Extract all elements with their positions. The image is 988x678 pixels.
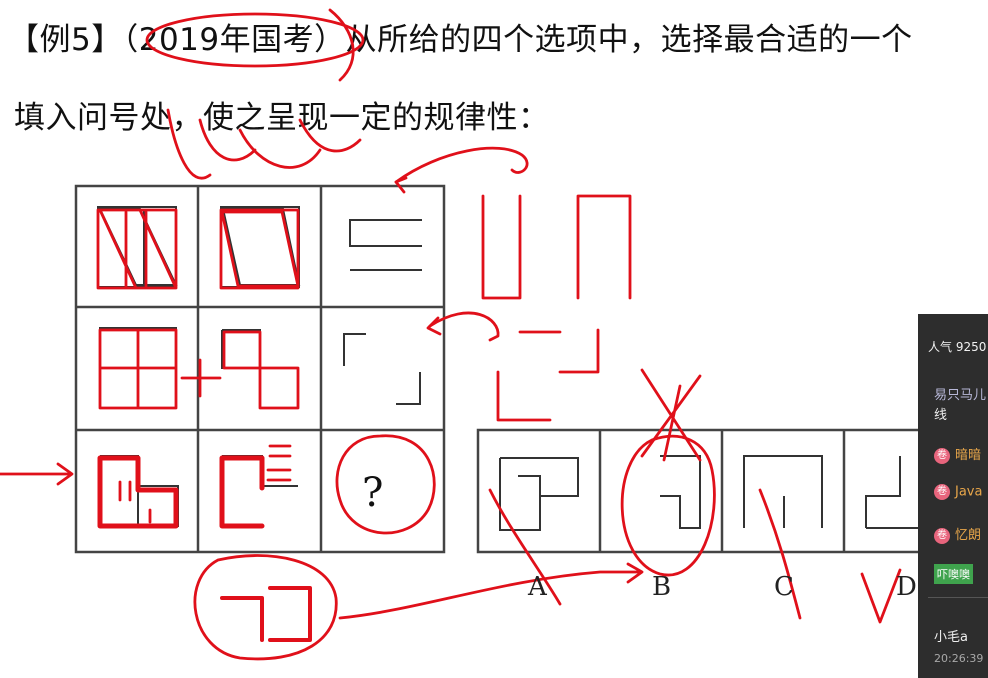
chat-topic-line1: 易只马儿 — [934, 388, 987, 403]
question-line-2: 填入问号处，使之呈现一定的规律性： — [14, 100, 550, 136]
option-c-label: C — [774, 572, 794, 602]
row1-cell3-figure — [349, 219, 422, 271]
chat-user[interactable]: 卷 Java — [934, 484, 982, 502]
chat-username[interactable]: 小毛a — [934, 630, 968, 645]
chat-divider — [928, 597, 988, 598]
option-b-figure — [660, 455, 701, 529]
option-a-figure — [499, 457, 579, 531]
option-a-label: A — [528, 572, 547, 602]
row2-cell3-figure — [343, 333, 421, 405]
chat-user[interactable]: 卷暗暗 — [934, 444, 982, 464]
option-b-label: B — [652, 572, 672, 602]
puzzle-grid — [74, 184, 446, 554]
fan-badge-icon: 卷 — [934, 447, 950, 464]
fan-badge-icon: 卷 — [934, 484, 950, 500]
popularity-count: 人气 9250 — [928, 340, 987, 354]
row1-cell1-figure — [97, 206, 178, 288]
question-mark: ? — [362, 470, 384, 516]
chat-user[interactable]: 卷忆朗 — [934, 524, 982, 544]
chat-user-name: 忆朗 — [955, 528, 982, 543]
red-annotations — [0, 8, 902, 661]
chat-user-name: 暗暗 — [955, 448, 982, 463]
chat-timestamp: 20:26:39 — [934, 652, 984, 665]
row1-cell2-figure — [220, 206, 301, 288]
green-tag: 吓噢噢 — [934, 564, 973, 584]
options-grid — [476, 428, 968, 554]
chat-topic-line2: 线 — [934, 408, 948, 423]
chat-user-name: Java — [955, 484, 983, 500]
option-d-label: D — [896, 572, 917, 602]
fan-badge-icon: 卷 — [934, 527, 950, 544]
option-c-figure — [743, 455, 823, 528]
